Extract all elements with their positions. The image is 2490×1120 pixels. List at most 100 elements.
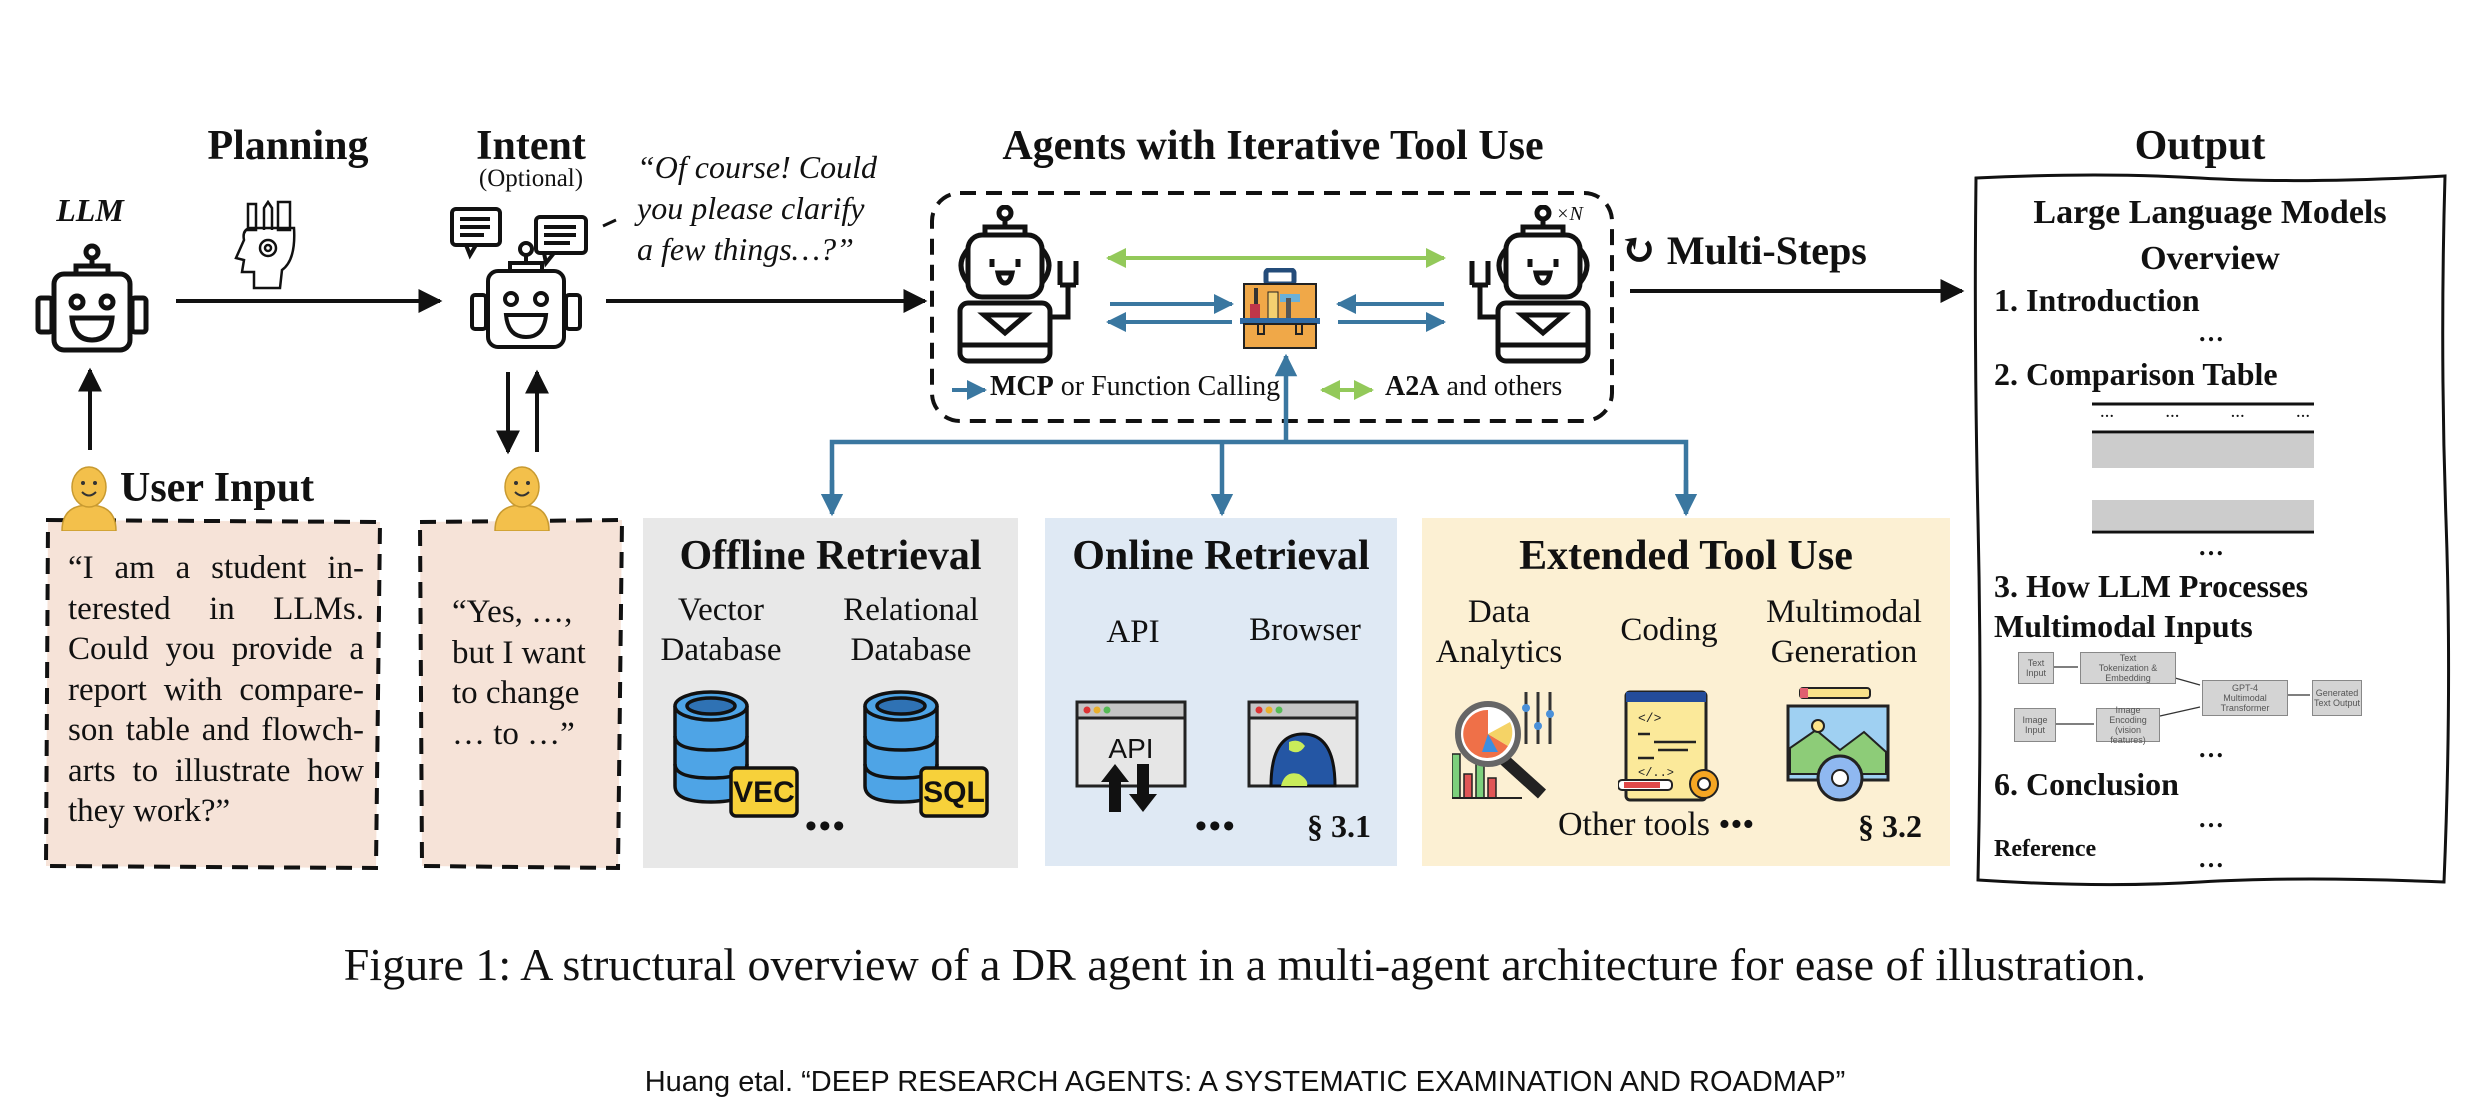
report-section-introduction: 1. Introduction: [1994, 282, 2200, 318]
table-row-shade-2: [2092, 500, 2314, 530]
reply-line: … to …”: [452, 715, 575, 752]
label-line: Relational: [843, 592, 979, 628]
extended-section-ref: § 3.2: [1858, 808, 1922, 844]
other-tools: Other tools •••: [1558, 806, 1755, 843]
label-line: Data: [1467, 594, 1531, 630]
agent-robot-icon: [957, 205, 1079, 364]
online-section-ref: § 3.1: [1307, 808, 1371, 844]
report-ellipsis: …: [2198, 532, 2224, 561]
intent-robot-icon: [450, 207, 588, 349]
coding-label: Coding: [1620, 612, 1718, 648]
flow-line: Text: [2119, 653, 2137, 663]
legend-mcp-text: or Function Calling: [1053, 371, 1281, 402]
api-window-icon: API: [1075, 700, 1187, 812]
report-title: Large Language Models Overview: [2033, 190, 2386, 282]
tool-branches: [829, 439, 1689, 512]
flow-line: Multimodal Transformer: [2220, 693, 2270, 713]
multimodal-generation-icon: [1786, 687, 1890, 802]
output-title: Output: [2135, 122, 2266, 170]
svg-text:</>: </>: [1638, 711, 1662, 726]
label-line: Multimodal: [1766, 594, 1922, 630]
report-section-multimodal: 3. How LLM Processes Multimodal Inputs: [1994, 566, 2308, 646]
extended-title: Extended Tool Use: [1519, 533, 1853, 579]
user-person-icon: [61, 466, 117, 531]
multi-steps: ↻ Multi-Steps: [1620, 224, 1867, 275]
report-section-conclusion: 6. Conclusion: [1994, 766, 2179, 802]
browser-label: Browser: [1249, 612, 1361, 648]
user-input-line: son table and flowch-: [68, 712, 364, 748]
refresh-icon: ↻: [1620, 225, 1657, 274]
flow-image-input: Image Input: [2014, 708, 2056, 742]
clarify-line: “Of course! Could: [637, 149, 877, 185]
section-line: Multimodal Inputs: [1994, 608, 2253, 644]
user-input-line: report with compare-: [68, 671, 364, 708]
online-retrieval-panel: Online Retrieval API Browser API ••• § 3…: [1045, 518, 1397, 866]
report-ellipsis: …: [2198, 804, 2224, 833]
intent-subtitle: (Optional): [478, 165, 584, 192]
label-line: Database: [850, 632, 972, 668]
online-title: Online Retrieval: [1072, 533, 1370, 579]
speech-tick: [602, 218, 617, 228]
report-ellipsis: …: [2198, 844, 2224, 873]
flow-line: GPT-4: [2231, 683, 2258, 693]
reply-line: “Yes, …,: [452, 594, 573, 630]
table-cell: …: [2295, 406, 2310, 421]
user-input-text: “I am a student in- terested in LLMs. Co…: [68, 548, 364, 832]
figure-caption: Figure 1: A structural overview of a DR …: [343, 939, 2147, 990]
online-more: •••: [1195, 808, 1237, 845]
api-label: API: [1106, 614, 1160, 650]
reply-line: to change: [452, 675, 580, 711]
flow-line: Generated: [2315, 688, 2359, 698]
flow-line: Text Output: [2313, 698, 2361, 708]
clarify-line: you please clarify: [637, 190, 865, 226]
browser-globe-icon: [1247, 700, 1359, 788]
user-reply-box: [417, 517, 625, 871]
clarify-quote: “Of course! Could you please clarify a f…: [637, 147, 877, 270]
intent-title: Intent: [476, 123, 586, 169]
user-input-line: “I am a student in-: [68, 550, 364, 586]
api-icon-text: API: [1108, 733, 1153, 764]
table-cell: …: [2100, 406, 2114, 421]
label-line: Analytics: [1435, 634, 1563, 670]
legend-a2a-text: and others: [1439, 371, 1563, 402]
llm-robot-icon: [35, 243, 149, 353]
vec-badge: VEC: [733, 776, 795, 809]
user-input-line: Could you provide a: [68, 631, 364, 667]
toolbox-icon: [1240, 268, 1320, 349]
multimodal-label: Multimodal Generation: [1766, 592, 1922, 672]
data-analytics-icon: [1452, 692, 1554, 799]
user-reply-text: “Yes, …, but I want to change … to …”: [452, 592, 612, 754]
report-section-reference: Reference: [1994, 836, 2097, 862]
sql-database-icon: SQL: [863, 690, 989, 818]
flow-line: Tokenization & Embedding: [2098, 663, 2158, 683]
user-input-box: [43, 517, 383, 871]
llm-label: LLM: [56, 192, 124, 228]
reply-line: but I want: [452, 634, 586, 671]
flow-text-input: Text Input: [2018, 652, 2054, 684]
planning-head-icon: [234, 200, 296, 290]
relational-db-label: Relational Database: [843, 590, 979, 670]
agent-robot-n-icon: [1469, 205, 1591, 364]
output-title-text: Output: [2134, 123, 2266, 169]
agents-title: Agents with Iterative Tool Use: [1002, 123, 1544, 169]
offline-title: Offline Retrieval: [679, 533, 982, 579]
offline-more: •••: [805, 808, 847, 845]
table-cell: …: [2230, 406, 2245, 421]
mini-table-header: … … … …: [2100, 406, 2310, 422]
section-line: 3. How LLM Processes: [1994, 568, 2309, 604]
flow-image-encoding: Image Encoding(vision features): [2096, 705, 2160, 745]
legend-mcp: MCP or Function Calling: [990, 371, 1280, 403]
table-row-shade-1: [2092, 434, 2314, 468]
flow-line: Image Encoding: [2109, 705, 2147, 725]
flow-line: (vision features): [2110, 725, 2146, 745]
report-title-line: Large Language Models: [2033, 194, 2387, 231]
report-ellipsis: …: [2198, 734, 2224, 763]
user-input-title: User Input: [120, 465, 315, 511]
vector-db-label: Vector Database: [661, 590, 782, 670]
label-line: Vector: [677, 592, 765, 628]
source-citation: Huang etal. “DEEP RESEARCH AGENTS: A SYS…: [644, 1066, 1846, 1098]
agents-box: [930, 191, 1614, 423]
svg-text:</..>: </..>: [1638, 766, 1674, 780]
